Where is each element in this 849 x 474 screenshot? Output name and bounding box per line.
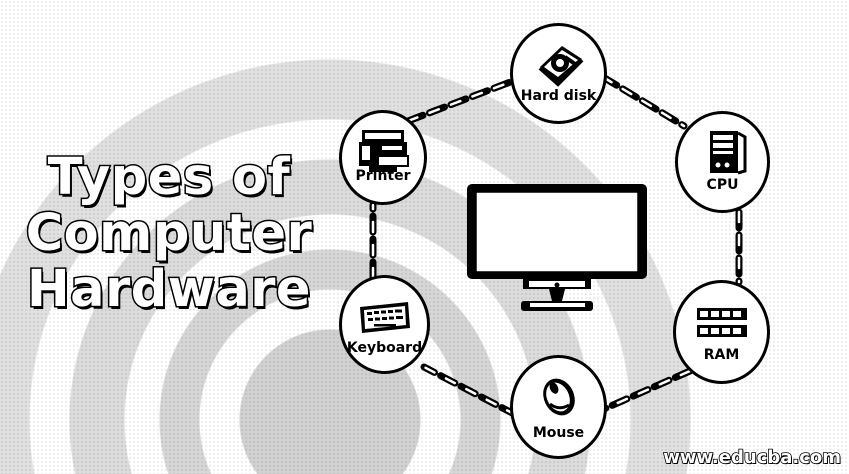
monitor-icon bbox=[467, 184, 647, 311]
center-monitor bbox=[466, 180, 648, 315]
cpu-node: CPU bbox=[675, 111, 770, 213]
page-title: Types of Computer Hardware bbox=[16, 148, 322, 319]
ram-node: RAM bbox=[673, 280, 770, 384]
title-line-3: Hardware bbox=[25, 260, 312, 319]
keyboard-label: Keyboard bbox=[346, 339, 423, 356]
ram-module-icon bbox=[696, 308, 747, 337]
hard-disk-label: Hard disk bbox=[520, 87, 597, 104]
printer-label: Printer bbox=[355, 167, 411, 184]
title-line-1: Types of bbox=[46, 148, 291, 207]
hard-disk-icon bbox=[538, 46, 583, 87]
ram-label: RAM bbox=[703, 346, 740, 363]
hard-disk-node: Hard disk bbox=[510, 23, 607, 124]
printer-icon bbox=[359, 130, 409, 172]
keyboard-icon bbox=[359, 302, 410, 333]
mouse-node: Mouse bbox=[510, 355, 607, 459]
mouse-icon bbox=[542, 378, 575, 416]
watermark: www.educba.com bbox=[662, 446, 841, 469]
cpu-label: CPU bbox=[706, 176, 739, 193]
cpu-tower-icon bbox=[709, 131, 746, 175]
keyboard-node: Keyboard bbox=[339, 275, 430, 374]
title-line-2: Computer bbox=[24, 204, 313, 263]
mouse-label: Mouse bbox=[532, 424, 585, 441]
printer-node: Printer bbox=[339, 110, 427, 205]
